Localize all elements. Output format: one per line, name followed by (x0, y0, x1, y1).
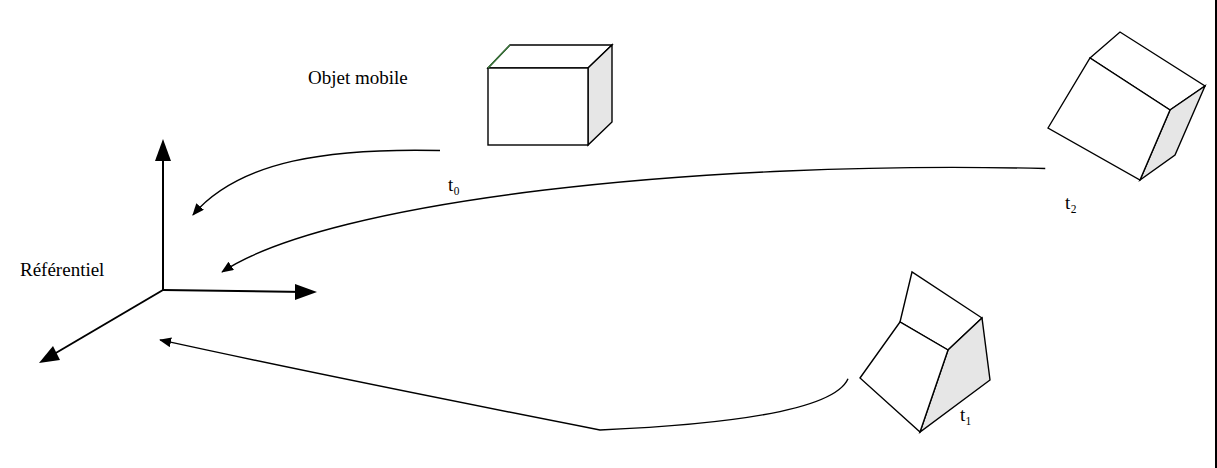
curved-arrow (160, 340, 848, 430)
moving-box: t₂ (1040, 25, 1215, 230)
reference-frame: Référentiel (15, 135, 325, 370)
moving-box-drawing (440, 40, 620, 205)
moving-box-drawing (840, 265, 1000, 440)
object-label: Objet mobile (308, 68, 408, 89)
time-label: t₀ (448, 175, 460, 196)
frame-label: Référentiel (20, 260, 104, 281)
curved-arrow (193, 150, 440, 215)
curved-arrow (222, 167, 1045, 272)
time-label: t₂ (1065, 193, 1077, 214)
time-label: t₁ (960, 405, 972, 426)
moving-box: Objet mobilet₀ (440, 40, 620, 205)
reference-frame-drawing (15, 135, 325, 370)
page-border (1215, 0, 1217, 468)
moving-box: t₁ (840, 265, 1000, 440)
